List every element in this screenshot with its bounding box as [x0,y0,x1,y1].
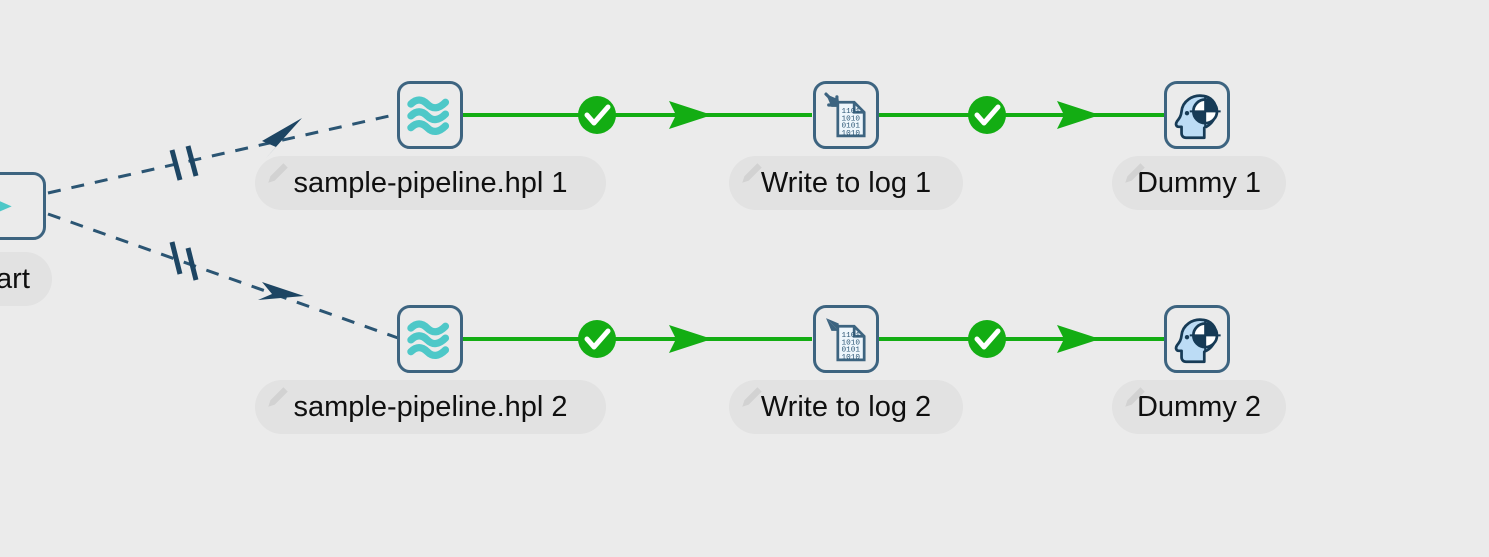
hop-arrowhead-green-2b [1057,325,1100,353]
parallel-bars-icon-1[interactable] [169,145,199,181]
node-label-text: sample-pipeline.hpl 1 [293,166,568,199]
node-dummy-2[interactable] [1164,305,1230,373]
dummy-head-target-icon [1174,318,1221,364]
pencil-icon [268,387,288,407]
svg-text:1010: 1010 [841,354,860,362]
node-label-write-to-log-1[interactable]: Write to log 1 [729,156,963,210]
check-circle-icon-2b[interactable] [968,320,1006,358]
svg-text:1010: 1010 [841,339,860,347]
node-label-dummy-1[interactable]: Dummy 1 [1112,156,1286,210]
hop-arrowhead-2 [258,282,304,300]
svg-text:1101: 1101 [841,332,860,340]
node-pipeline-1[interactable] [397,81,463,149]
svg-text:0101: 0101 [841,347,860,355]
node-label-text: Dummy 1 [1136,166,1262,199]
hop-start-to-pipeline-1[interactable] [47,112,399,195]
start-node-label[interactable]: tart [0,252,52,306]
node-label-dummy-2[interactable]: Dummy 2 [1112,380,1286,434]
node-dummy-1[interactable] [1164,81,1230,149]
write-to-log-icon: 1101 1010 0101 1010 [824,92,866,138]
node-pipeline-2[interactable] [397,305,463,373]
svg-text:1010: 1010 [841,115,860,123]
check-circle-icon-2a[interactable] [578,320,616,358]
node-label-text: sample-pipeline.hpl 2 [293,390,568,423]
node-label-pipeline-2[interactable]: sample-pipeline.hpl 2 [255,380,606,434]
node-label-pipeline-1[interactable]: sample-pipeline.hpl 1 [255,156,606,210]
node-label-text: Dummy 2 [1136,390,1262,423]
svg-text:0101: 0101 [841,123,860,131]
write-to-log-icon: 1101 1010 0101 1010 [826,318,866,362]
play-triangle-icon [0,201,12,212]
pencil-icon [268,163,288,183]
svg-text:1101: 1101 [841,108,860,116]
hop-arrowhead-green-1b [1057,101,1100,129]
node-label-text: Write to log 1 [760,166,932,199]
node-write-to-log-2[interactable]: 1101 1010 0101 1010 [813,305,879,373]
node-label-write-to-log-2[interactable]: Write to log 2 [729,380,963,434]
svg-text:1010: 1010 [841,130,860,138]
parallel-bars-icon-2[interactable] [169,241,199,281]
dummy-head-target-icon [1174,94,1221,140]
pencil-icon [1125,387,1145,407]
hop-arrowhead-green-1a [669,101,712,129]
hop-start-to-pipeline-2[interactable] [47,212,399,340]
pencil-icon [1125,163,1145,183]
hop-arrowhead-green-2a [669,325,712,353]
node-label-text: Write to log 2 [760,390,932,423]
pipeline-waves-icon [407,320,450,359]
node-write-to-log-1[interactable]: 1101 1010 0101 1010 [813,81,879,149]
pencil-icon [742,387,762,407]
start-node-label-text: tart [0,262,30,295]
pipeline-waves-icon [407,96,450,135]
hop-arrowhead-1 [262,118,302,158]
pencil-icon [742,163,762,183]
check-circle-icon-1b[interactable] [968,96,1006,134]
check-circle-icon-1a[interactable] [578,96,616,134]
start-node[interactable] [0,172,46,240]
